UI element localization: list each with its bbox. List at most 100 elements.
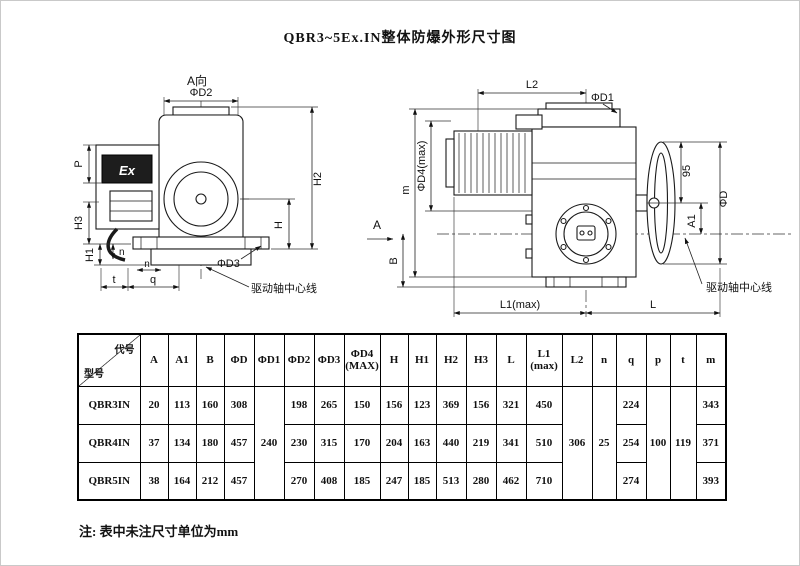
table-cell: 408 [313, 461, 345, 501]
table-cell: 113 [167, 385, 197, 425]
dim-phi-d2: ΦD2 [163, 87, 239, 115]
dim-label-l1: L1(max) [500, 299, 540, 311]
dim-label-n1: n [119, 247, 125, 258]
dim-label-t: t [112, 274, 115, 286]
view-direction-a: A [367, 218, 394, 242]
dim-label-l: L [650, 299, 656, 311]
dim-m: m [400, 108, 538, 278]
col-header: H1 [407, 333, 437, 387]
dim-label-phi-d4: ΦD4(max) [416, 141, 428, 192]
table-cell: 170 [343, 423, 381, 463]
table-row: QBR4IN 37 134 180 457 230 315 170 204 16… [77, 423, 727, 463]
dim-label-p: P [73, 160, 85, 167]
col-header: L1 (max) [525, 333, 563, 387]
dim-p: P [73, 144, 102, 184]
table-cell: 308 [223, 385, 255, 425]
dim-h: H [240, 198, 295, 250]
table-cell: 230 [283, 423, 315, 463]
table-cell: 274 [615, 461, 647, 501]
view-a-label: A向 [187, 73, 207, 88]
table-cell: 513 [435, 461, 467, 501]
table-cell: 212 [195, 461, 225, 501]
table-cell: 343 [695, 385, 727, 425]
dim-label-phi-d2: ΦD2 [190, 87, 213, 99]
front-axis-callout: 驱动轴中心线 [205, 266, 317, 295]
view-a-arrow-label: A [373, 218, 381, 232]
table-cell: 341 [495, 423, 527, 463]
table-cell: 160 [195, 385, 225, 425]
dim-n-bottom: n [136, 259, 162, 273]
dim-label-phi-d3: ΦD3 [217, 258, 240, 270]
table-cell: 123 [407, 385, 437, 425]
table-cell: 510 [525, 423, 563, 463]
table-cell: 204 [379, 423, 409, 463]
col-header: ΦD [223, 333, 255, 387]
model-cell: QBR5IN [77, 461, 141, 501]
table-cell: 224 [615, 385, 647, 425]
dim-label-h: H [273, 221, 285, 229]
table-cell: 185 [407, 461, 437, 501]
dim-a1: A1 [647, 202, 708, 235]
dim-t-q: t q [100, 265, 180, 291]
col-header: H [379, 333, 409, 387]
dim-label-95: 95 [681, 165, 693, 177]
dim-phi-d1: ΦD1 [591, 92, 618, 114]
table-cell: 457 [223, 423, 255, 463]
col-header: H3 [465, 333, 497, 387]
front-axis-label: 驱动轴中心线 [251, 281, 317, 295]
dim-label-a1: A1 [686, 214, 698, 227]
table-cell: 254 [615, 423, 647, 463]
actuator-front-body: Ex [95, 106, 270, 266]
col-header: n [591, 333, 617, 387]
table-cell: 393 [695, 461, 727, 501]
dim-label-b: B [388, 257, 400, 264]
dim-h3: H3 [73, 201, 131, 245]
col-header: L2 [561, 333, 593, 387]
col-header: L [495, 333, 527, 387]
table-cell: 37 [139, 423, 169, 463]
col-header: ΦD3 [313, 333, 345, 387]
table-cell: 156 [379, 385, 409, 425]
table-cell: 134 [167, 423, 197, 463]
side-view-drawing: L2 ΦD1 m ΦD4(max) A B [367, 79, 791, 317]
table-cell: 462 [495, 461, 527, 501]
conduit-tube [106, 227, 126, 262]
dim-phi-d: ΦD [663, 141, 730, 265]
table-cell: 247 [379, 461, 409, 501]
ex-mark: Ex [119, 163, 136, 178]
corner-top-label: 代号 [114, 345, 135, 356]
dim-phi-d4: ΦD4(max) [416, 120, 532, 212]
corner-bottom-label: 型号 [84, 368, 104, 380]
col-header: m [695, 333, 727, 387]
table-cell-merged: 240 [253, 385, 285, 501]
table-cell: 150 [343, 385, 381, 425]
col-header: B [195, 333, 225, 387]
dim-b: B [388, 233, 546, 288]
table-cell: 457 [223, 461, 255, 501]
dim-label-q: q [150, 274, 156, 286]
dim-phi-d3: ΦD3 [217, 245, 262, 270]
col-header: q [615, 333, 647, 387]
dimension-table: 代号 型号 A A1 B ΦD ΦD1 ΦD2 ΦD3 ΦD4 (MAX) H … [77, 333, 727, 501]
dim-l1-l: L1(max) L [453, 197, 721, 317]
dim-label-phi-d1: ΦD1 [591, 92, 614, 104]
table-cell: 321 [495, 385, 527, 425]
table-row: QBR5IN 38 164 212 457 270 408 185 247 18… [77, 461, 727, 501]
table-cell: 280 [465, 461, 497, 501]
table-cell: 163 [407, 423, 437, 463]
col-header: t [669, 333, 697, 387]
dim-95: 95 [678, 141, 693, 204]
table-cell: 450 [525, 385, 563, 425]
table-cell: 219 [465, 423, 497, 463]
col-header: H2 [435, 333, 467, 387]
dim-l2: L2 [477, 79, 587, 131]
col-header: ΦD2 [283, 333, 315, 387]
dim-label-m: m [400, 185, 412, 194]
table-cell: 371 [695, 423, 727, 463]
dim-n-left: n [110, 243, 125, 260]
table-cell: 440 [435, 423, 467, 463]
model-cell: QBR3IN [77, 385, 141, 425]
table-header-row: 代号 型号 A A1 B ΦD ΦD1 ΦD2 ΦD3 ΦD4 (MAX) H … [77, 333, 727, 387]
table-cell: 198 [283, 385, 315, 425]
